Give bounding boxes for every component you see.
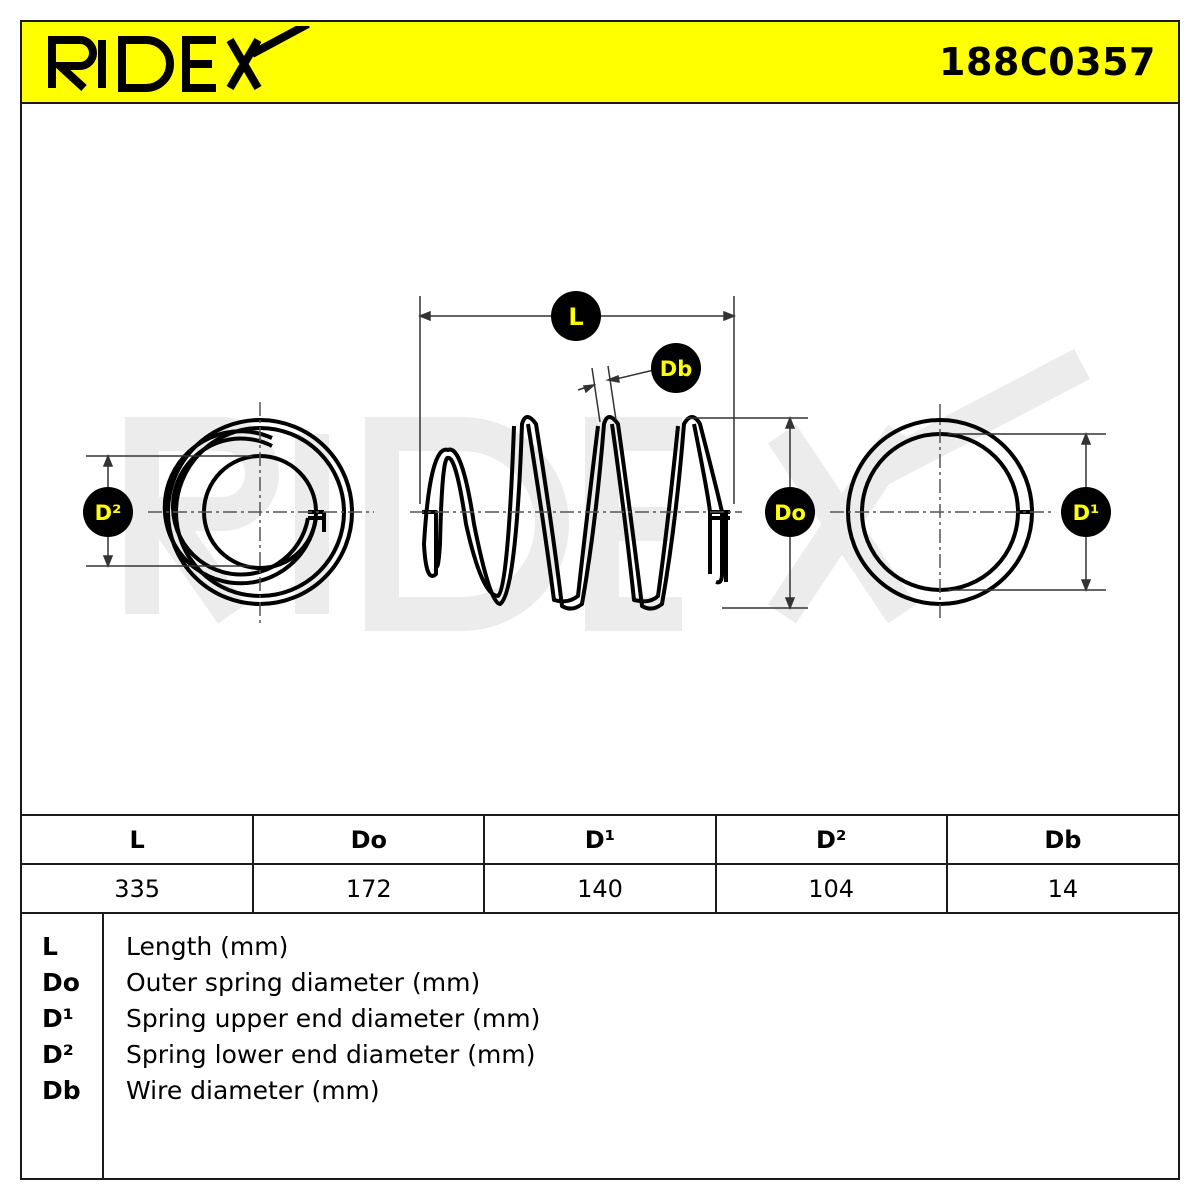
legend-item: Db Wire diameter (mm): [22, 1076, 1178, 1112]
header-do: Do: [252, 814, 485, 864]
legend-item: D¹ Spring upper end diameter (mm): [22, 1004, 1178, 1040]
header-db: Db: [945, 814, 1178, 864]
value-db: 14: [945, 863, 1178, 914]
legend-item: D² Spring lower end diameter (mm): [22, 1040, 1178, 1076]
spring-drawing: L Db Do D² D¹: [83, 291, 1111, 631]
value-do: 172: [252, 863, 485, 914]
db-dimension: [577, 365, 655, 423]
value-l: 335: [22, 863, 254, 914]
badge-l: L: [551, 291, 601, 341]
badge-d2-label: D²: [95, 501, 122, 525]
badge-do: Do: [765, 487, 815, 537]
badge-d1: D¹: [1061, 487, 1111, 537]
badge-do-label: Do: [774, 501, 806, 525]
legend-key: D²: [42, 1040, 74, 1069]
part-number: 188C0357: [939, 40, 1156, 84]
legend-desc: Length (mm): [126, 932, 289, 961]
lower-end-centerlines: [148, 402, 374, 624]
legend-key: L: [42, 932, 58, 961]
value-d2: 104: [714, 863, 947, 914]
badge-d2: D²: [83, 487, 133, 537]
header-bar: 188C0357: [22, 22, 1178, 104]
upper-end-centerlines: [830, 404, 1052, 622]
header-d1: D¹: [483, 814, 716, 864]
header-l: L: [22, 814, 254, 864]
spec-table: L Do D¹ D² Db 335 172 140 104 14: [22, 814, 1178, 914]
legend-key: Db: [42, 1076, 81, 1105]
legend-key: D¹: [42, 1004, 74, 1033]
ridex-logo: [48, 26, 310, 92]
legend-desc: Wire diameter (mm): [126, 1076, 380, 1105]
legend-key: Do: [42, 968, 80, 997]
badge-d1-label: D¹: [1073, 501, 1100, 525]
spec-table-value-row: 335 172 140 104 14: [22, 863, 1178, 914]
spring-side-view: [422, 415, 730, 611]
legend-divider: [102, 912, 104, 1178]
badge-db: Db: [651, 343, 701, 393]
legend: L Length (mm) Do Outer spring diameter (…: [22, 912, 1178, 1178]
badge-l-label: L: [568, 303, 583, 331]
legend-desc: Spring lower end diameter (mm): [126, 1040, 536, 1069]
legend-desc: Outer spring diameter (mm): [126, 968, 481, 997]
spec-table-header-row: L Do D¹ D² Db: [22, 814, 1178, 864]
legend-desc: Spring upper end diameter (mm): [126, 1004, 541, 1033]
watermark-logo: [125, 348, 1090, 631]
header-d2: D²: [714, 814, 947, 864]
legend-item: Do Outer spring diameter (mm): [22, 968, 1178, 1004]
spec-sheet: 188C0357: [20, 20, 1180, 1180]
value-d1: 140: [483, 863, 716, 914]
badge-db-label: Db: [660, 357, 692, 381]
legend-item: L Length (mm): [22, 932, 1178, 968]
